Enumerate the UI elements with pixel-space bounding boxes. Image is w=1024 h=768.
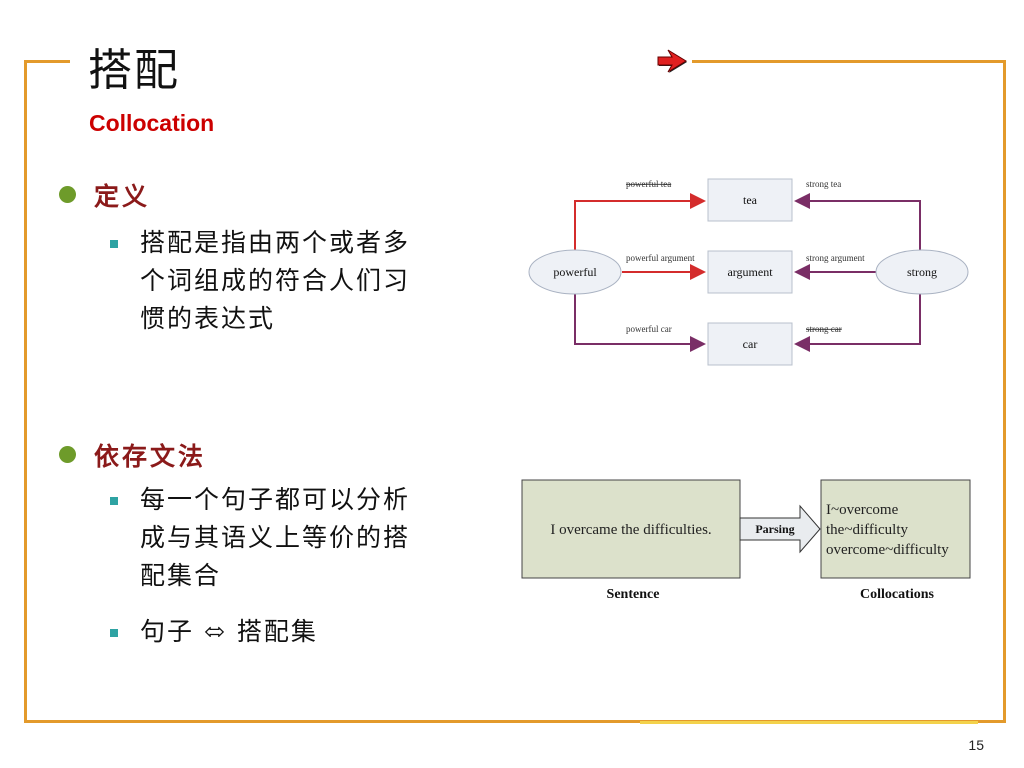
text-line: 搭配是指由两个或者多 xyxy=(140,228,411,257)
frame-bottom xyxy=(24,720,1006,723)
bullet-square xyxy=(110,629,118,637)
box-car-label: car xyxy=(743,337,758,351)
label-powerful-tea: powerful tea xyxy=(626,179,671,189)
sentence-caption: Sentence xyxy=(607,587,660,602)
frame-right xyxy=(1003,60,1006,723)
collocation-diagram: powerful strong tea argument car powerfu… xyxy=(528,178,969,366)
label-powerful-car: powerful car xyxy=(626,324,672,334)
frame-top-left xyxy=(24,60,70,63)
edge-powerful-car xyxy=(574,290,706,352)
page-number: 15 xyxy=(968,737,984,753)
text-line: 个词组成的符合人们习 xyxy=(140,266,411,295)
collocation-item: the~difficulty xyxy=(826,522,908,538)
section-heading-definition: 定义 xyxy=(94,182,151,211)
slide-title: 搭配 xyxy=(88,45,180,96)
box-car xyxy=(707,322,793,366)
edge-strong-car xyxy=(794,290,921,352)
node-strong-label: strong xyxy=(907,265,937,279)
edge-powerful-tea xyxy=(574,193,706,254)
box-tea xyxy=(707,178,793,222)
box-tea-label: tea xyxy=(743,193,758,207)
collocations-caption: Collocations xyxy=(860,587,934,602)
box-argument-label: argument xyxy=(727,265,773,279)
collocation-item: I~overcome xyxy=(826,502,899,518)
text-line: 惯的表达式 xyxy=(140,304,276,333)
slide-subtitle: Collocation xyxy=(89,110,215,136)
label-powerful-argument: powerful argument xyxy=(626,253,695,263)
dependency-text: 每一个句子都可以分析 成与其语义上等价的搭 配集合 xyxy=(140,481,410,595)
node-powerful xyxy=(528,249,622,295)
edge-strong-tea xyxy=(794,193,921,254)
bullet-square xyxy=(110,497,118,505)
bullet-dot xyxy=(59,186,76,203)
bullet-square xyxy=(110,240,118,248)
text-line: 每一个句子都可以分析 xyxy=(140,485,411,514)
frame-bottom-highlight xyxy=(640,721,978,724)
arrow-right-icon xyxy=(657,49,687,73)
section-heading-dependency-grammar: 依存文法 xyxy=(94,442,207,471)
box-argument xyxy=(707,250,793,294)
parsing-arrow xyxy=(739,504,821,554)
bullet-dot xyxy=(59,446,76,463)
node-strong xyxy=(875,249,969,295)
equivalence-text: 句子 ⬄ 搭配集 xyxy=(140,613,318,651)
collocation-item: overcome~difficulty xyxy=(826,542,949,558)
definition-text: 搭配是指由两个或者多 个词组成的符合人们习 惯的表达式 xyxy=(140,224,410,338)
sentence-box xyxy=(521,479,741,579)
text-line: 配集合 xyxy=(140,561,222,590)
node-powerful-label: powerful xyxy=(553,265,597,279)
label-strong-car: strong car xyxy=(806,324,842,334)
text-line: 句子 ⬄ 搭配集 xyxy=(140,617,318,646)
text-line: 成与其语义上等价的搭 xyxy=(140,523,411,552)
parsing-label: Parsing xyxy=(755,522,794,536)
sentence-text: I overcame the difficulties. xyxy=(550,522,711,538)
label-strong-argument: strong argument xyxy=(806,253,865,263)
label-strong-tea: strong tea xyxy=(806,179,841,189)
frame-left xyxy=(24,60,27,723)
collocations-box xyxy=(820,479,971,579)
frame-top-right xyxy=(692,60,1006,63)
parsing-diagram: I overcame the difficulties. Parsing I~o… xyxy=(521,479,971,602)
